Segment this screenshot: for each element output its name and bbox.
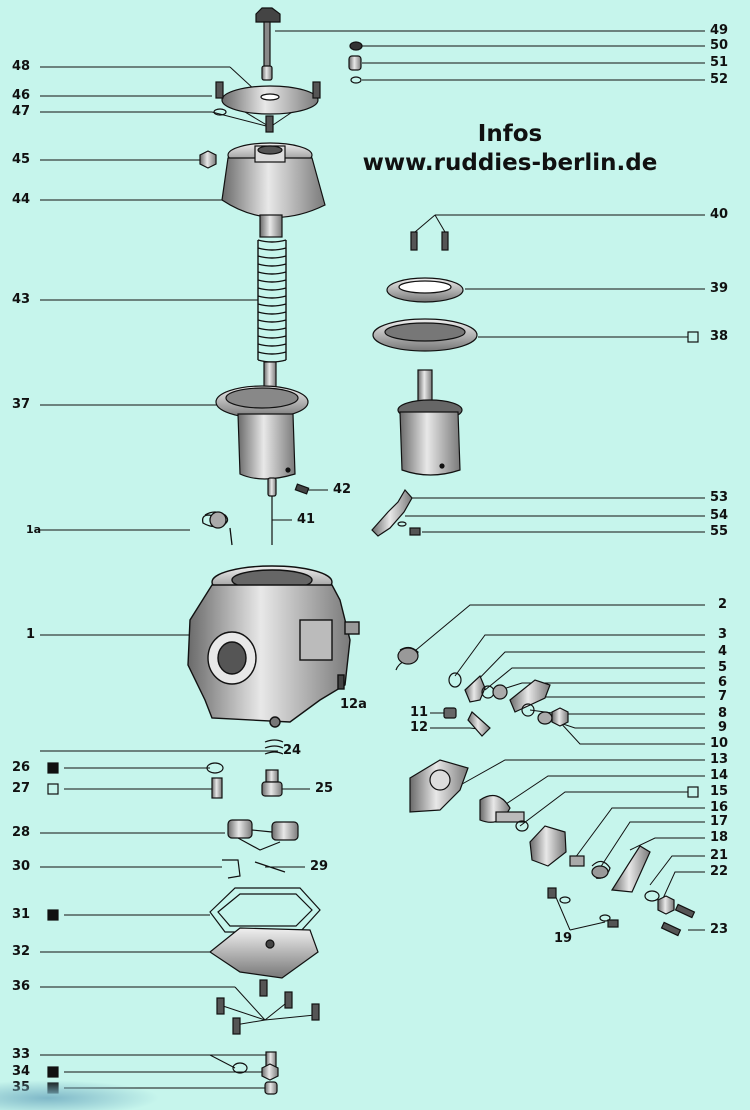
top-cap-49 xyxy=(255,7,281,81)
callout-28: 28 xyxy=(12,825,31,840)
callout-43: 43 xyxy=(12,292,31,307)
piston-37 xyxy=(215,361,309,480)
housing-44 xyxy=(221,142,326,238)
callout-39: 39 xyxy=(710,281,729,296)
callout-29: 29 xyxy=(310,859,329,874)
callout-2: 2 xyxy=(718,597,728,612)
drain-parts-33-35 xyxy=(232,1051,279,1095)
callout-38: 38 xyxy=(710,329,729,344)
info-header: Infos www.ruddies-berlin.de xyxy=(360,120,660,178)
callout-52: 52 xyxy=(710,72,729,87)
callout-51: 51 xyxy=(710,55,729,70)
callout-24: 24 xyxy=(283,743,302,758)
callout-17: 17 xyxy=(710,814,729,829)
callout-42: 42 xyxy=(333,482,352,497)
callout-19: 19 xyxy=(554,931,573,946)
callout-47: 47 xyxy=(12,104,31,119)
callout-53: 53 xyxy=(710,490,729,505)
callout-12: 12 xyxy=(410,720,429,735)
part-markers xyxy=(47,331,699,1094)
spring-43 xyxy=(257,239,287,363)
callout-16: 16 xyxy=(710,800,729,815)
ring-39 xyxy=(386,277,464,303)
callout-3: 3 xyxy=(718,627,728,642)
gasket-31 xyxy=(209,887,321,933)
callout-46: 46 xyxy=(12,88,31,103)
mount-screws-40 xyxy=(410,231,449,251)
callout-21: 21 xyxy=(710,848,729,863)
callout-9: 9 xyxy=(718,720,728,735)
callout-4: 4 xyxy=(718,644,728,659)
leader-lines xyxy=(40,30,705,1089)
callout-6: 6 xyxy=(718,675,728,690)
callout-49: 49 xyxy=(710,23,729,38)
callout-40: 40 xyxy=(710,207,729,222)
callout-31: 31 xyxy=(12,907,31,922)
callout-26: 26 xyxy=(12,760,31,775)
callout-48: 48 xyxy=(12,59,31,74)
callout-8: 8 xyxy=(718,706,728,721)
callout-15: 15 xyxy=(710,784,729,799)
callout-54: 54 xyxy=(710,508,729,523)
callout-22: 22 xyxy=(710,864,729,879)
diaphragm-38 xyxy=(372,318,478,352)
piston-alt xyxy=(397,369,463,476)
callout-27: 27 xyxy=(12,781,31,796)
callout-11: 11 xyxy=(410,705,429,720)
callout-1a: 1a xyxy=(26,523,42,536)
callout-18: 18 xyxy=(710,830,729,845)
callout-10: 10 xyxy=(710,736,729,751)
info-url[interactable]: www.ruddies-berlin.de xyxy=(362,150,658,176)
callout-12a: 12a xyxy=(340,697,367,712)
linkage-parts-2-12 xyxy=(395,646,569,737)
callout-7: 7 xyxy=(718,689,728,704)
callout-44: 44 xyxy=(12,192,31,207)
bracket-53 xyxy=(371,488,421,537)
callout-23: 23 xyxy=(710,922,729,937)
callout-41: 41 xyxy=(297,512,316,527)
nut-45 xyxy=(199,150,217,169)
small-parts-50-52 xyxy=(348,41,363,84)
callout-45: 45 xyxy=(12,152,31,167)
callout-36: 36 xyxy=(12,979,31,994)
callout-55: 55 xyxy=(710,524,729,539)
jets-24-27 xyxy=(206,739,284,799)
bowl-cover-32 xyxy=(208,927,319,979)
callout-25: 25 xyxy=(315,781,334,796)
callout-13: 13 xyxy=(710,752,729,767)
needle-41 xyxy=(267,477,277,545)
callout-37: 37 xyxy=(12,397,31,412)
info-title: Infos xyxy=(477,121,543,147)
float-28 xyxy=(227,819,299,851)
callout-14: 14 xyxy=(710,768,729,783)
throttle-parts-13-23 xyxy=(409,759,696,937)
scan-blemish xyxy=(0,1080,160,1110)
callout-1: 1 xyxy=(26,627,36,642)
callout-34: 34 xyxy=(12,1064,31,1079)
spring-1a xyxy=(201,511,233,546)
pin-42 xyxy=(294,483,310,495)
carburetor-body-1 xyxy=(187,565,360,728)
callout-30: 30 xyxy=(12,859,31,874)
callout-50: 50 xyxy=(710,38,729,53)
float-pin-29-30 xyxy=(222,859,286,879)
cover-plate-48 xyxy=(213,81,321,133)
callout-33: 33 xyxy=(12,1047,31,1062)
screws-36 xyxy=(216,979,320,1035)
callout-5: 5 xyxy=(718,660,728,675)
callout-32: 32 xyxy=(12,944,31,959)
